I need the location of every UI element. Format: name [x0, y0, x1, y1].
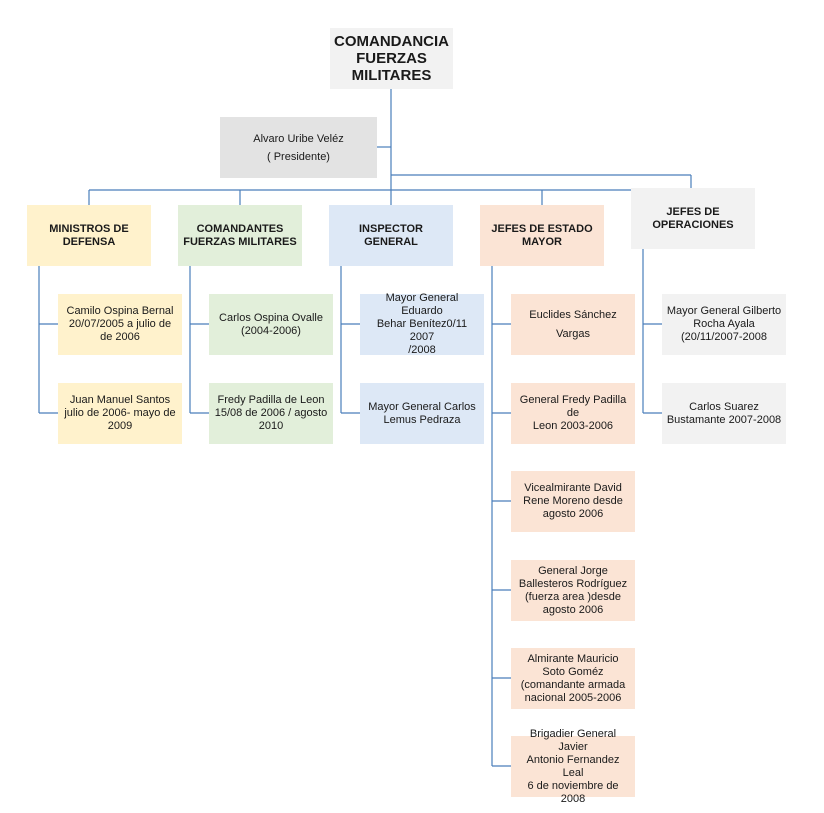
member-box: Juan Manuel Santos julio de 2006- mayo d… [58, 383, 182, 444]
member-box: Euclides Sánchez Vargas [511, 294, 635, 355]
branch-header-ministros: MINISTROS DE DEFENSA [27, 205, 151, 266]
member-box: Camilo Ospina Bernal 20/07/2005 a julio … [58, 294, 182, 355]
branch-header-inspector: INSPECTOR GENERAL [329, 205, 453, 266]
branch-header-jefes-operaciones: JEFES DE OPERACIONES [631, 188, 755, 249]
branch-header-jefes-estado-mayor: JEFES DE ESTADO MAYOR [480, 205, 604, 266]
member-box: Mayor General Gilberto Rocha Ayala (20/1… [662, 294, 786, 355]
member-box: General Fredy Padilla de Leon 2003-2006 [511, 383, 635, 444]
member-box: Fredy Padilla de Leon 15/08 de 2006 / ag… [209, 383, 333, 444]
org-top-box: COMANDANCIA FUERZAS MILITARES [330, 28, 453, 89]
member-box: Vicealmirante David Rene Moreno desde ag… [511, 471, 635, 532]
member-box: General Jorge Ballesteros Rodríguez (fue… [511, 560, 635, 621]
member-box: Carlos Ospina Ovalle (2004-2006) [209, 294, 333, 355]
branch-header-comandantes: COMANDANTES FUERZAS MILITARES [178, 205, 302, 266]
member-box: Mayor General Eduardo Behar Benítez0/11 … [360, 292, 484, 356]
president-box: Alvaro Uribe Veléz ( Presidente) [220, 117, 377, 178]
member-box: Mayor General Carlos Lemus Pedraza [360, 383, 484, 444]
member-box: Brigadier General Javier Antonio Fernand… [511, 728, 635, 805]
member-box: Carlos Suarez Bustamante 2007-2008 [662, 383, 786, 444]
member-box: Almirante Mauricio Soto Goméz (comandant… [511, 648, 635, 709]
